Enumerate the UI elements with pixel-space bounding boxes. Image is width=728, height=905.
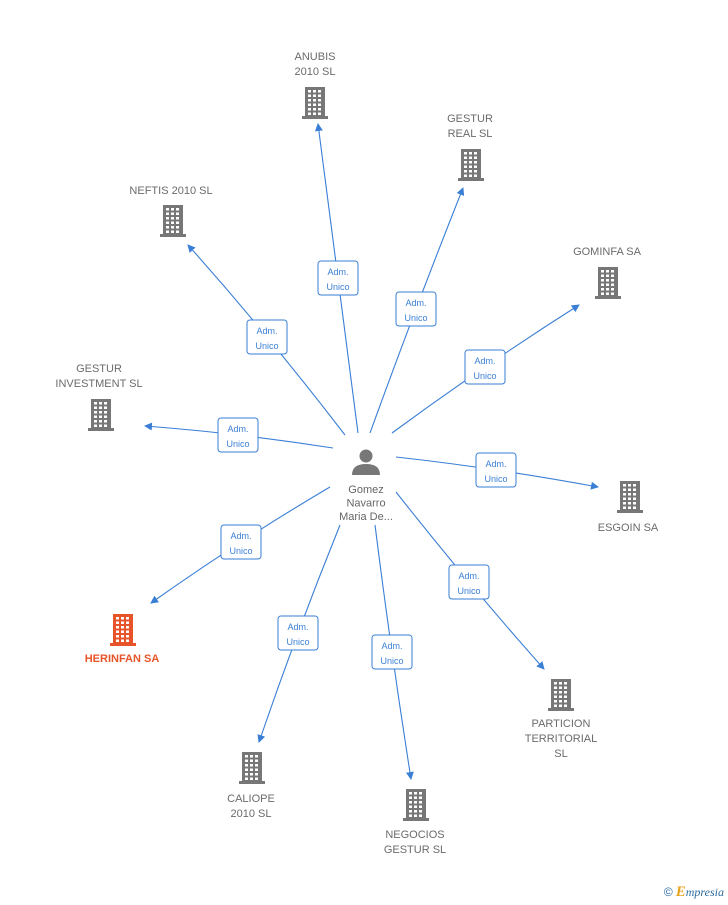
- brand-initial: E: [675, 884, 686, 900]
- edge-label-particion[interactable]: Adm. Unico: [448, 564, 490, 600]
- edge-label-text: Unico: [326, 282, 349, 292]
- edge-label-esgoin[interactable]: Adm. Unico: [475, 452, 517, 488]
- edge-label-gestur-investment[interactable]: Adm. Unico: [217, 417, 259, 453]
- empresia-logo: ©Empresia: [664, 884, 724, 901]
- gestur-real-building-icon[interactable]: [458, 149, 484, 181]
- edge-label-text: Unico: [473, 371, 496, 381]
- edge-label-gominfa[interactable]: Adm. Unico: [464, 349, 506, 385]
- esgoin-label[interactable]: ESGOIN SA: [598, 522, 659, 534]
- gestur-investment-label[interactable]: INVESTMENT SL: [55, 378, 142, 390]
- edge-label-text: Unico: [484, 474, 507, 484]
- edge-label-text: Unico: [457, 586, 480, 596]
- edge-label-text: Adm.: [256, 326, 277, 336]
- herinfan-label[interactable]: HERINFAN SA: [85, 653, 160, 665]
- anubis-label[interactable]: 2010 SL: [295, 66, 336, 78]
- negocios-label[interactable]: NEGOCIOS: [385, 829, 444, 841]
- edge-label-text: Adm.: [381, 641, 402, 651]
- neftis-building-icon[interactable]: [160, 205, 186, 237]
- person-icon[interactable]: [352, 449, 380, 476]
- gestur-real-label[interactable]: REAL SL: [448, 128, 493, 140]
- edge-label-text: Adm.: [227, 424, 248, 434]
- neftis-label[interactable]: NEFTIS 2010 SL: [129, 185, 212, 197]
- anubis-building-icon[interactable]: [302, 87, 328, 119]
- brand-name: mpresia: [685, 885, 724, 899]
- edge-label-text: Adm.: [458, 571, 479, 581]
- edge-label-text: Adm.: [405, 298, 426, 308]
- gominfa-label[interactable]: GOMINFA SA: [573, 246, 642, 258]
- negocios-building-icon[interactable]: [403, 789, 429, 821]
- edge-label-text: Unico: [380, 656, 403, 666]
- edge-label-gestur-real[interactable]: Adm. Unico: [395, 291, 437, 327]
- edge-label-text: Adm.: [230, 531, 251, 541]
- edge-label-text: Adm.: [287, 622, 308, 632]
- particion-label[interactable]: PARTICION: [532, 718, 591, 730]
- center-person-label[interactable]: Navarro: [346, 498, 385, 510]
- gestur-investment-building-icon[interactable]: [88, 399, 114, 431]
- negocios-label[interactable]: GESTUR SL: [384, 844, 446, 856]
- edge-label-negocios[interactable]: Adm. Unico: [371, 634, 413, 670]
- particion-label[interactable]: TERRITORIAL: [525, 733, 598, 745]
- edge-label-text: Unico: [229, 546, 252, 556]
- edge-label-text: Unico: [286, 637, 309, 647]
- edge-label-caliope[interactable]: Adm. Unico: [277, 615, 319, 651]
- edge-label-text: Adm.: [474, 356, 495, 366]
- edge-label-anubis[interactable]: Adm. Unico: [317, 260, 359, 296]
- particion-label[interactable]: SL: [554, 748, 567, 760]
- edge-label-neftis[interactable]: Adm. Unico: [246, 319, 288, 355]
- particion-building-icon[interactable]: [548, 679, 574, 711]
- edge-label-text: Unico: [226, 439, 249, 449]
- gestur-investment-label[interactable]: GESTUR: [76, 363, 122, 375]
- esgoin-building-icon[interactable]: [617, 481, 643, 513]
- caliope-label[interactable]: 2010 SL: [231, 808, 272, 820]
- copyright-symbol: ©: [663, 885, 673, 899]
- edge-label-text: Unico: [255, 341, 278, 351]
- herinfan-building-icon[interactable]: [110, 614, 136, 646]
- edge-label-herinfan[interactable]: Adm. Unico: [220, 524, 262, 560]
- edge-label-text: Unico: [404, 313, 427, 323]
- center-person-label[interactable]: Maria De...: [339, 511, 393, 523]
- caliope-building-icon[interactable]: [239, 752, 265, 784]
- gestur-real-label[interactable]: GESTUR: [447, 113, 493, 125]
- caliope-label[interactable]: CALIOPE: [227, 793, 275, 805]
- center-person-label[interactable]: Gomez: [348, 484, 383, 496]
- edge-label-text: Adm.: [327, 267, 348, 277]
- edge-label-text: Adm.: [485, 459, 506, 469]
- gominfa-building-icon[interactable]: [595, 267, 621, 299]
- anubis-label[interactable]: ANUBIS: [295, 51, 336, 63]
